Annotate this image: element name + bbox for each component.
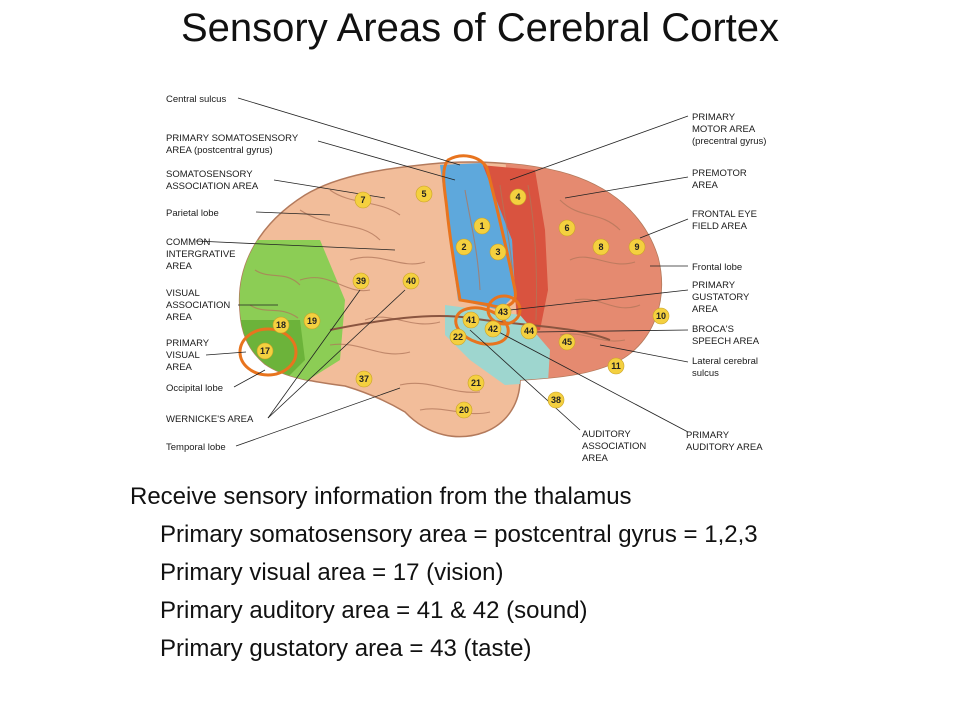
area-badge: 5 bbox=[415, 185, 433, 203]
svg-text:22: 22 bbox=[453, 332, 463, 342]
svg-text:40: 40 bbox=[406, 276, 416, 286]
svg-text:44: 44 bbox=[524, 326, 534, 336]
svg-text:45: 45 bbox=[562, 337, 572, 347]
area-badge: 38 bbox=[547, 391, 565, 409]
svg-text:21: 21 bbox=[471, 378, 481, 388]
area-badge: 10 bbox=[652, 307, 670, 325]
svg-text:5: 5 bbox=[421, 189, 426, 199]
area-badge: 40 bbox=[402, 272, 420, 290]
svg-text:10: 10 bbox=[656, 311, 666, 321]
svg-text:6: 6 bbox=[564, 223, 569, 233]
bullet-list: Receive sensory information from the tha… bbox=[130, 478, 758, 668]
area-badge: 45 bbox=[558, 333, 576, 351]
bullet-main: Receive sensory information from the tha… bbox=[130, 483, 632, 510]
area-badge: 19 bbox=[303, 312, 321, 330]
slide-title: Sensory Areas of Cerebral Cortex bbox=[180, 6, 780, 50]
somatosensory-ring bbox=[442, 154, 517, 309]
brain-illustration bbox=[238, 161, 662, 438]
svg-text:9: 9 bbox=[634, 242, 639, 252]
bullet-item-visual: Primary visual area = 17 (vision) bbox=[160, 559, 504, 586]
area-badge: 43 bbox=[494, 303, 512, 321]
svg-text:4: 4 bbox=[515, 192, 520, 202]
area-badge: 44 bbox=[520, 322, 538, 340]
area-badge: 20 bbox=[455, 401, 473, 419]
svg-text:41: 41 bbox=[466, 315, 476, 325]
area-badge: 3 bbox=[489, 243, 507, 261]
svg-text:1: 1 bbox=[479, 221, 484, 231]
bullet-item-somatosensory: Primary somatosensory area = postcentral… bbox=[160, 521, 758, 548]
svg-text:8: 8 bbox=[598, 242, 603, 252]
svg-text:3: 3 bbox=[495, 247, 500, 257]
area-badge: 4 bbox=[509, 188, 527, 206]
svg-text:20: 20 bbox=[459, 405, 469, 415]
area-badge: 22 bbox=[449, 328, 467, 346]
svg-text:38: 38 bbox=[551, 395, 561, 405]
area-badge: 21 bbox=[467, 374, 485, 392]
label-occipital-lobe: Occipital lobe bbox=[166, 383, 223, 394]
area-badge: 17 bbox=[256, 342, 274, 360]
label-parietal-lobe: Parietal lobe bbox=[166, 208, 219, 219]
area-badge: 37 bbox=[355, 370, 373, 388]
label-central-sulcus: Central sulcus bbox=[166, 94, 226, 105]
auditory-ring bbox=[454, 306, 510, 346]
area-badge: 2 bbox=[455, 238, 473, 256]
area-badge: 9 bbox=[628, 238, 646, 256]
label-frontal-lobe: Frontal lobe bbox=[692, 262, 742, 273]
area-badge: 41 bbox=[462, 311, 480, 329]
svg-text:18: 18 bbox=[276, 320, 286, 330]
svg-text:42: 42 bbox=[488, 324, 498, 334]
svg-text:17: 17 bbox=[260, 346, 270, 356]
svg-text:2: 2 bbox=[461, 242, 466, 252]
area-badge: 7 bbox=[354, 191, 372, 209]
highlight-rings bbox=[238, 154, 522, 377]
svg-text:39: 39 bbox=[356, 276, 366, 286]
svg-text:19: 19 bbox=[307, 316, 317, 326]
svg-text:11: 11 bbox=[611, 361, 621, 371]
area-badge: 18 bbox=[272, 316, 290, 334]
area-badge: 11 bbox=[607, 357, 625, 375]
area-badge: 1 bbox=[473, 217, 491, 235]
area-badges: 1 2 3 4 5 6 7 8 9 10 11 17 18 19 20 21 2… bbox=[256, 185, 670, 419]
leader-lines bbox=[195, 97, 689, 447]
area-badge: 42 bbox=[484, 320, 502, 338]
svg-text:43: 43 bbox=[498, 307, 508, 317]
area-badge: 39 bbox=[352, 272, 370, 290]
area-badge: 6 bbox=[558, 219, 576, 237]
svg-text:7: 7 bbox=[360, 195, 365, 205]
visual-ring bbox=[238, 327, 298, 377]
bullet-item-auditory: Primary auditory area = 41 & 42 (sound) bbox=[160, 597, 588, 624]
area-badge: 8 bbox=[592, 238, 610, 256]
svg-text:37: 37 bbox=[359, 374, 369, 384]
label-wernickes-area: WERNICKE'S AREA bbox=[166, 414, 254, 425]
bullet-item-gustatory: Primary gustatory area = 43 (taste) bbox=[160, 635, 532, 662]
label-temporal-lobe: Temporal lobe bbox=[166, 442, 226, 453]
